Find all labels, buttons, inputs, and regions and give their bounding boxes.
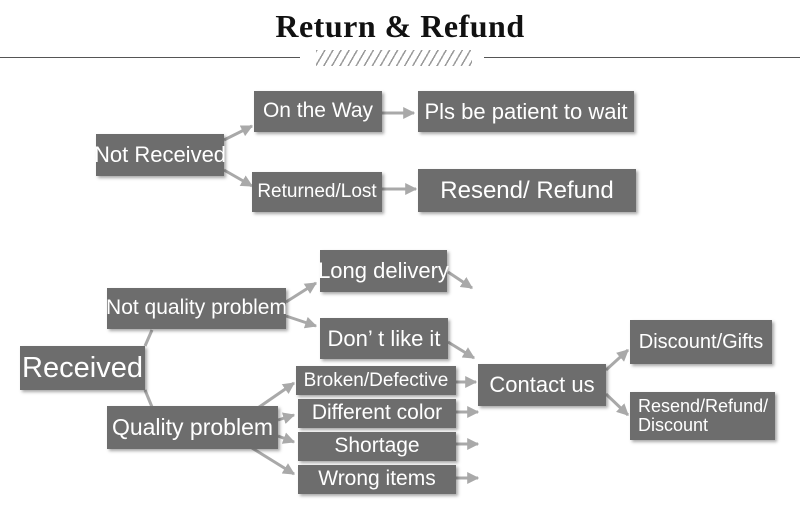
node-broken: Broken/Defective xyxy=(296,366,456,395)
node-long-delivery: Long delivery xyxy=(318,250,449,292)
node-different-color: Different color xyxy=(298,399,456,428)
node-dont-like: Don’ t like it xyxy=(320,318,448,359)
node-wrong-items: Wrong items xyxy=(298,465,456,494)
node-shortage: Shortage xyxy=(298,432,456,461)
arrow-quality-to-shortage xyxy=(277,432,296,444)
node-contact-us: Contact us xyxy=(478,364,606,406)
arrow-quality-to-different-color xyxy=(277,412,296,424)
arrow-received-to-quality xyxy=(143,389,154,408)
arrow-contact-to-discount-gifts xyxy=(604,348,630,372)
node-received: Received xyxy=(20,346,145,390)
arrow-contact-to-resend-refund-discount xyxy=(604,392,630,417)
node-on-the-way: On the Way xyxy=(254,91,382,132)
node-not-quality: Not quality problem xyxy=(106,288,287,329)
title-divider-right xyxy=(484,57,800,58)
node-quality: Quality problem xyxy=(107,406,278,449)
node-resend-refund: Resend/ Refund xyxy=(418,169,636,212)
title-divider-left xyxy=(0,57,300,58)
node-patient: Pls be patient to wait xyxy=(418,91,634,132)
arrow-dont-like-to-contact xyxy=(447,340,476,360)
node-discount-gifts: Discount/Gifts xyxy=(630,320,772,364)
arrow-quality-to-wrong-items xyxy=(251,446,296,476)
title-hatch-decoration xyxy=(316,50,472,66)
node-returned-lost: Returned/Lost xyxy=(252,172,382,212)
arrow-not-received-to-returned-lost xyxy=(223,168,254,188)
arrow-not-received-to-on-the-way xyxy=(223,124,254,142)
node-not-received: Not Received xyxy=(94,134,226,176)
arrow-not-quality-to-long-delivery xyxy=(285,281,318,304)
arrow-received-to-not-quality xyxy=(143,329,154,347)
arrow-not-quality-to-dont-like xyxy=(285,314,318,329)
page-title: Return & Refund xyxy=(275,8,525,44)
arrow-long-delivery-out xyxy=(447,270,473,290)
node-resend-refund-discount: Resend/Refund/ Discount xyxy=(630,392,775,440)
